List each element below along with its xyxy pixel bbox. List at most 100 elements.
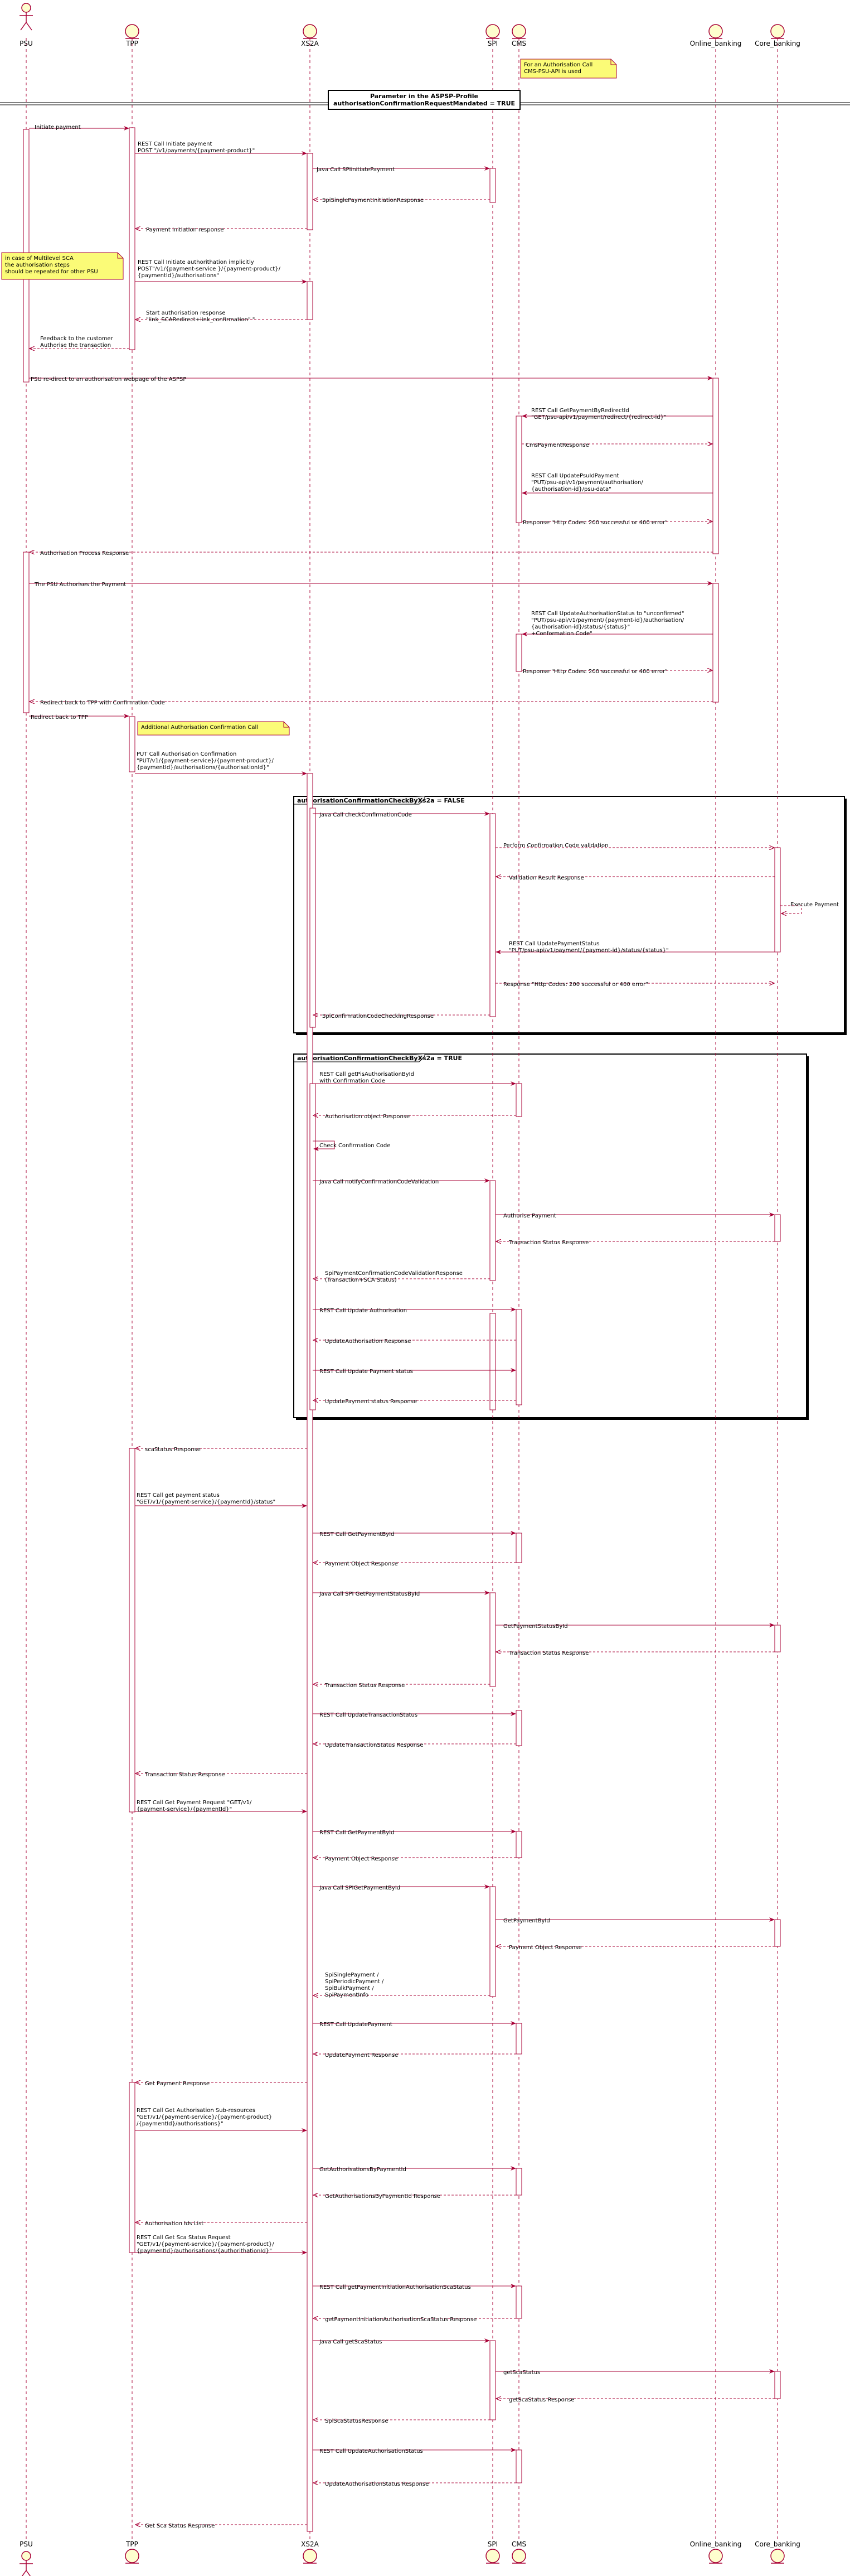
message-label-line: Java Call getScaStatus: [319, 2339, 382, 2345]
message-label: Transaction Status Response: [324, 1683, 405, 1689]
message-label-line: Start authorisation response: [146, 310, 225, 316]
message: scaStatus Response: [135, 1447, 307, 1453]
message-label: Perform Confirmation Code validation: [503, 843, 608, 849]
message: Authorise Payment: [496, 1212, 775, 1219]
activation-spi: [489, 1180, 496, 1281]
message-label-line: REST Call Get Payment Request "GET/v1/: [137, 1800, 252, 1806]
message-label-line: {authorisation-id}/status/{status}": [531, 624, 630, 630]
message: REST Call Get Payment Request "GET/v1/{p…: [135, 1800, 307, 1814]
message: Get Payment Response: [135, 2081, 307, 2087]
message-label-line: Check Confirmation Code: [319, 1143, 390, 1149]
message: CmsPaymentResponse: [522, 442, 712, 448]
message: UpdateAuthorisationStatus Response: [313, 2481, 516, 2487]
message: REST Call GetPaymentById: [313, 1531, 516, 1538]
message-label-line: Get Sca Status Response: [145, 2523, 215, 2529]
message: UpdatePayment Response: [313, 2052, 516, 2058]
participant-label: Core_banking: [755, 40, 800, 47]
message-label-line: REST Call Initiate authorithation implic…: [138, 259, 254, 265]
participant-cms: CMS: [512, 24, 526, 47]
message-label-line: REST Call UpdateAuthorisationStatus to "…: [531, 611, 684, 617]
message: Get Sca Status Response: [135, 2523, 307, 2529]
message: Java Call SPI GetPaymentStatusById: [313, 1591, 490, 1597]
message-label-line: SpiPaymentConfirmationCodeValidationResp…: [325, 1270, 463, 1277]
message-label: Payment Object Response: [325, 1856, 398, 1862]
message-label-line: Authorisation Ids List: [145, 2221, 203, 2227]
message: getScaStatus Response: [496, 2397, 775, 2403]
message-label: SpiScaStatusResponse: [325, 2418, 388, 2424]
message-label-line: REST Call Get Sca Status Request: [137, 2235, 231, 2241]
message-label-line: REST Call Initiate payment: [138, 141, 212, 147]
message-label-line: Get Payment Response: [145, 2081, 210, 2087]
message-label-line: "PUT/psu-api/v1/payment/{payment-id}/sta…: [509, 948, 669, 954]
activation-psu: [23, 552, 30, 713]
activation-tpp: [129, 2082, 135, 2253]
message: SpiSinglePaymentInitiationResponse: [313, 197, 490, 204]
message: UpdatePayment status Response: [313, 1399, 516, 1405]
message: REST Call UpdatePayment: [313, 2021, 516, 2028]
message: Response "Http Codes: 200 successful or …: [496, 982, 774, 988]
message: Perform Confirmation Code validation: [496, 843, 774, 849]
message-label: REST Call Update Payment status: [319, 1369, 413, 1375]
message: The PSU Authorises the Payment: [29, 581, 713, 588]
message: REST Call GetPaymentByRedirectId"GET/psu…: [522, 408, 713, 421]
message: Authorisation Process Response: [30, 550, 713, 557]
message-label: Java Call notifyConfirmationCodeValidati…: [319, 1179, 439, 1185]
message-label-line: GetAuthorisationsByPaymentId Response: [325, 2193, 440, 2200]
participant-label-line: XS2A: [301, 2540, 319, 2548]
message-label-line: POST "/v1/payments/{payment-product}": [138, 148, 255, 154]
activation-xs2a: [307, 773, 313, 2532]
message-label: Java Call SPI GetPaymentStatusById: [319, 1591, 420, 1597]
message-label: REST Call Get Authorisation Sub-resource…: [137, 2108, 272, 2127]
message-label: UpdatePayment Response: [325, 2052, 398, 2058]
message-label: SpiSinglePaymentInitiationResponse: [322, 197, 424, 204]
message-label-line: UpdatePayment status Response: [325, 1399, 417, 1405]
message-label: REST Call GetPaymentById: [319, 1830, 394, 1836]
message: SpiPaymentConfirmationCodeValidationResp…: [313, 1270, 490, 1283]
participant-label: SPI: [488, 40, 498, 47]
activation-cms: [516, 634, 522, 672]
message: Java Call checkConfirmationCode: [313, 811, 490, 818]
message-label-line: Validation Result Response: [509, 875, 584, 881]
true-frame: authorisationConfirmationCheckByXs2a = T…: [293, 1053, 809, 1420]
frame-title: authorisationConfirmationCheckByXs2a = F…: [297, 797, 465, 804]
activation-cms: [516, 1083, 522, 1117]
message-label-line: Payment initiation response: [146, 227, 224, 233]
activation-online: [712, 583, 719, 703]
message: REST Call UpdatePaymentStatus"PUT/psu-ap…: [496, 941, 775, 954]
message-label: Authorisation object Response: [325, 1114, 410, 1120]
message: Response "Http Codes: 200 successful or …: [522, 669, 712, 675]
message-label-line: Execute Payment: [790, 902, 839, 908]
message: PSU re-direct to an authorisation webpag…: [29, 376, 713, 383]
participant-label-line: TPP: [125, 2540, 138, 2548]
message-label-line: REST Call UpdateAuthorisationStatus: [319, 2448, 423, 2454]
message-label-line: /{paymentId}/authorisations}": [137, 2121, 224, 2127]
message: Payment Object Response: [313, 1856, 516, 1862]
message-label: SpiPaymentConfirmationCodeValidationResp…: [325, 1270, 463, 1283]
message-label: REST Call Get Sca Status Request"GET/v1/…: [137, 2235, 274, 2254]
participant-label-line: PSU: [20, 2540, 33, 2548]
message-label-line: Authorisation Process Response: [40, 550, 129, 557]
message: GetAuthorisationsByPaymentId: [313, 2166, 516, 2173]
participant-label: PSU: [20, 2540, 33, 2548]
participant-label-line: Core_banking: [755, 2540, 800, 2548]
participant-label-line: XS2A: [301, 40, 319, 47]
message-label-line: "GET/v1/{payment-service}/{paymentId}/st…: [137, 1499, 275, 1505]
message: GetAuthorisationsByPaymentId Response: [313, 2193, 516, 2200]
message-label-line: Transaction Status Response: [144, 1772, 225, 1778]
participant-label: PSU: [20, 40, 33, 47]
message: UpdateTransactionStatus Response: [313, 1742, 516, 1748]
message-label: Get Payment Response: [145, 2081, 210, 2087]
activation-tpp: [129, 716, 135, 772]
message: Java Call SPIinitiatePayment: [313, 166, 490, 173]
message: getScaStatus: [496, 2369, 775, 2376]
participant-cms-bottom: CMS: [512, 2540, 526, 2564]
participant-label: XS2A: [301, 2540, 319, 2548]
participant-label-line: SPI: [488, 40, 498, 47]
message-label-line: UpdateAuthorisationStatus Response: [325, 2481, 429, 2487]
